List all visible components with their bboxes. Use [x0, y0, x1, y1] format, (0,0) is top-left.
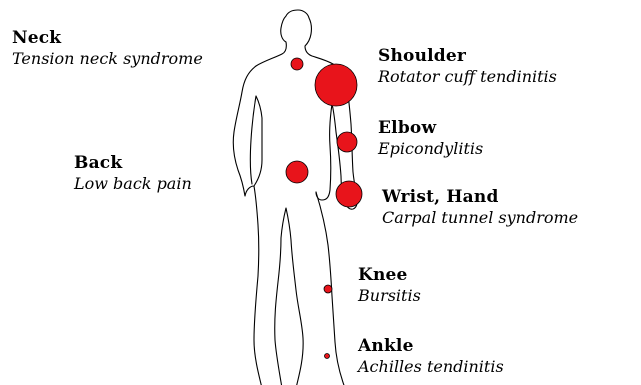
back-marker — [286, 161, 308, 183]
markers-group — [286, 58, 362, 359]
label-ankle-title: Ankle — [358, 338, 504, 355]
label-shoulder-title: Shoulder — [378, 48, 557, 65]
label-neck: Neck Tension neck syndrome — [12, 30, 203, 67]
shoulder-marker — [315, 64, 357, 106]
body-outline — [275, 208, 303, 385]
label-knee-desc: Bursitis — [358, 288, 421, 304]
label-wrist-hand-title: Wrist, Hand — [382, 189, 578, 206]
label-back-desc: Low back pain — [74, 176, 192, 192]
body-outline-right-leg — [254, 186, 345, 385]
neck-marker — [291, 58, 303, 70]
label-shoulder: Shoulder Rotator cuff tendinitis — [378, 48, 557, 85]
label-ankle: Ankle Achilles tendinitis — [358, 338, 504, 375]
label-elbow-title: Elbow — [378, 120, 483, 137]
label-elbow: Elbow Epicondylitis — [378, 120, 483, 157]
label-neck-title: Neck — [12, 30, 203, 47]
wrist-marker — [336, 181, 362, 207]
ankle-marker — [325, 354, 330, 359]
elbow-marker — [337, 132, 357, 152]
label-elbow-desc: Epicondylitis — [378, 141, 483, 157]
label-neck-desc: Tension neck syndrome — [12, 51, 203, 67]
label-wrist-hand: Wrist, Hand Carpal tunnel syndrome — [382, 189, 578, 226]
label-knee: Knee Bursitis — [358, 267, 421, 304]
label-back: Back Low back pain — [74, 155, 192, 192]
label-knee-title: Knee — [358, 267, 421, 284]
label-wrist-hand-desc: Carpal tunnel syndrome — [382, 210, 578, 226]
label-ankle-desc: Achilles tendinitis — [358, 359, 504, 375]
label-back-title: Back — [74, 155, 192, 172]
label-shoulder-desc: Rotator cuff tendinitis — [378, 69, 557, 85]
knee-marker — [324, 285, 332, 293]
